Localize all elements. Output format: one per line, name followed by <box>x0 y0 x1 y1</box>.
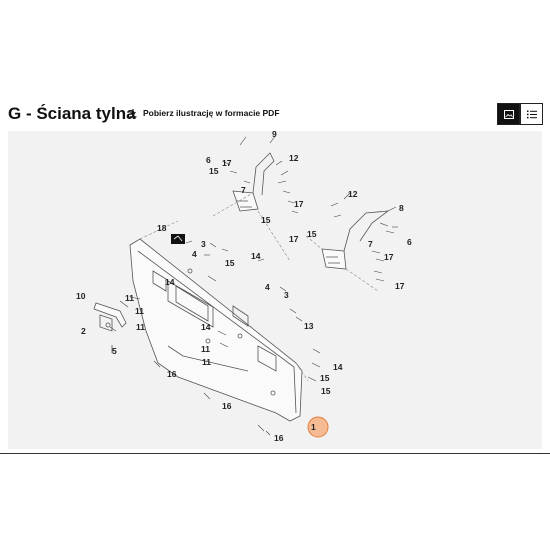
label-part-12[interactable]: 12 <box>289 153 299 163</box>
label-part-18[interactable]: 18 <box>157 223 167 233</box>
label-part-1[interactable]: 1 <box>311 422 316 432</box>
download-pdf-link[interactable]: Pobierz ilustrację w formacie PDF <box>128 108 280 118</box>
label-part-8[interactable]: 8 <box>399 203 404 213</box>
label-part-15[interactable]: 15 <box>261 215 271 225</box>
label-part-11[interactable]: 11 <box>136 322 145 332</box>
hinge-right <box>321 248 347 270</box>
left-bracket <box>93 302 127 328</box>
label-part-4[interactable]: 4 <box>192 249 197 259</box>
page-title: G - Ściana tylna <box>8 104 136 123</box>
label-part-14[interactable]: 14 <box>165 277 175 287</box>
label-part-13[interactable]: 13 <box>304 321 314 331</box>
download-pdf-label: Pobierz ilustrację w formacie PDF <box>143 108 280 118</box>
leader-lines <box>109 134 398 436</box>
label-part-3[interactable]: 3 <box>284 290 289 300</box>
label-part-15[interactable]: 15 <box>209 166 219 176</box>
label-part-6[interactable]: 6 <box>407 237 412 247</box>
download-icon <box>129 109 137 118</box>
part-1-highlight <box>307 416 329 438</box>
label-part-15[interactable]: 15 <box>225 258 235 268</box>
label-part-11[interactable]: 11 <box>135 306 144 316</box>
label-part-17[interactable]: 17 <box>222 158 232 168</box>
label-part-17[interactable]: 17 <box>289 234 299 244</box>
label-part-14[interactable]: 14 <box>251 251 261 261</box>
view-toggle <box>497 103 543 125</box>
label-part-11[interactable]: 11 <box>125 293 134 303</box>
label-part-2[interactable]: 2 <box>81 326 86 336</box>
list-view-button[interactable] <box>520 103 543 125</box>
label-part-16[interactable]: 16 <box>167 369 177 379</box>
label-part-14[interactable]: 14 <box>201 322 211 332</box>
label-part-10[interactable]: 10 <box>76 291 86 301</box>
image-icon <box>503 109 514 119</box>
label-part-15[interactable]: 15 <box>320 373 330 383</box>
label-part-3[interactable]: 3 <box>201 239 206 249</box>
label-part-16[interactable]: 16 <box>222 401 232 411</box>
image-view-button[interactable] <box>497 103 520 125</box>
label-part-11[interactable]: 11 <box>201 344 210 354</box>
label-part-12[interactable]: 12 <box>348 189 358 199</box>
label-part-4[interactable]: 4 <box>265 282 270 292</box>
fasteners <box>153 160 395 432</box>
label-part-11[interactable]: 11 <box>202 357 211 367</box>
label-part-6[interactable]: 6 <box>206 155 211 165</box>
label-part-17[interactable]: 17 <box>395 281 405 291</box>
label-part-7[interactable]: 7 <box>241 185 246 195</box>
label-part-17[interactable]: 17 <box>384 252 394 262</box>
exploded-diagram-panel: 1 2 3 3 4 4 5 6 6 7 7 8 9 10 11 11 11 11… <box>8 131 542 449</box>
label-part-5[interactable]: 5 <box>112 346 117 356</box>
label-part-17[interactable]: 17 <box>294 199 304 209</box>
label-part-15[interactable]: 15 <box>307 229 317 239</box>
label-part-16[interactable]: 16 <box>274 433 284 443</box>
exploded-diagram: 1 2 3 3 4 4 5 6 6 7 7 8 9 10 11 11 11 11… <box>76 131 412 443</box>
label-part-9[interactable]: 9 <box>272 131 277 139</box>
label-part-14[interactable]: 14 <box>333 362 343 372</box>
page-header: G - Ściana tylna Pobierz ilustrację w fo… <box>0 100 550 130</box>
label-part-7[interactable]: 7 <box>368 239 373 249</box>
list-icon <box>526 110 537 118</box>
back-wall-panel <box>129 238 303 422</box>
part-18-label-plate <box>171 234 185 244</box>
label-part-15[interactable]: 15 <box>321 386 331 396</box>
bottom-divider <box>0 453 550 454</box>
